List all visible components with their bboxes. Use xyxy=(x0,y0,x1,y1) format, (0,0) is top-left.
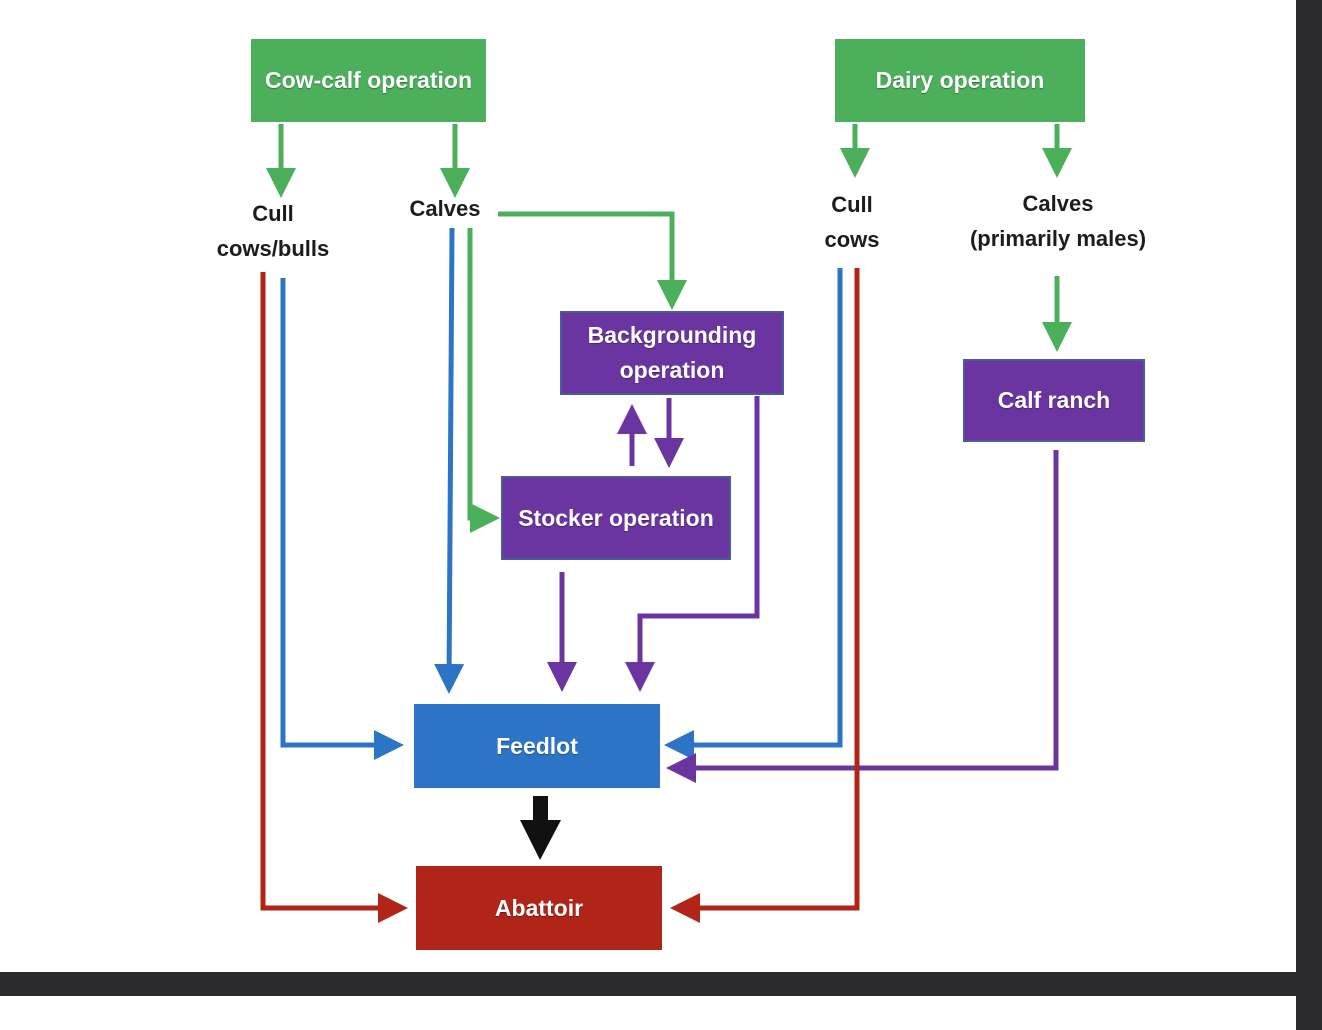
flow-arrows xyxy=(260,124,1072,923)
arrow-calves-to-stocker xyxy=(467,228,500,533)
cull-cows-bulls-line2: cows/bulls xyxy=(216,236,330,261)
dairy-cull-cows-line1: Cull xyxy=(831,192,873,217)
dairy-calves-label: Calves (primarily males) xyxy=(948,186,1168,256)
arrow-cull-cows-bulls-to-feedlot xyxy=(280,278,404,760)
abattoir-box: Abattoir xyxy=(416,866,662,950)
backgrounding-label-line2: operation xyxy=(619,357,725,383)
arrow-dairy-cull-cows-to-feedlot xyxy=(664,268,843,760)
dairy-calves-line1: Calves xyxy=(1022,191,1094,216)
stocker-operation-box: Stocker operation xyxy=(501,476,731,560)
cow-calf-operation-box: Cow-calf operation xyxy=(251,39,486,122)
arrow-calves-to-backgrounding xyxy=(498,211,687,310)
dairy-cull-cows-label: Cull cows xyxy=(802,187,902,257)
dairy-calves-line2: (primarily males) xyxy=(969,226,1147,251)
feedlot-label: Feedlot xyxy=(496,732,578,759)
arrow-feedlot-to-abattoir xyxy=(520,796,561,860)
arrow-calves-to-feedlot xyxy=(434,227,465,694)
backgrounding-operation-box: Backgrounding operation xyxy=(560,311,784,395)
cull-cows-bulls-label: Cull cows/bulls xyxy=(193,196,353,266)
stocker-operation-label: Stocker operation xyxy=(518,504,714,531)
dairy-operation-label: Dairy operation xyxy=(875,67,1045,93)
backgrounding-label-line1: Backgrounding xyxy=(587,322,757,348)
diagram-canvas: Cow-calf operation Dairy operation Backg… xyxy=(0,0,1296,972)
arrow-backgrounding-to-feedlot xyxy=(625,396,760,692)
dairy-cull-cows-line2: cows xyxy=(824,227,880,252)
calf-ranch-label: Calf ranch xyxy=(997,387,1111,413)
arrow-cull-cows-bulls-to-abattoir xyxy=(260,272,408,923)
calf-ranch-box: Calf ranch xyxy=(963,359,1145,442)
bottom-white-strip xyxy=(0,996,1296,1030)
dairy-operation-box: Dairy operation xyxy=(835,39,1085,122)
calves-beef-text: Calves xyxy=(409,196,481,221)
abattoir-label: Abattoir xyxy=(494,894,584,921)
calves-beef-label: Calves xyxy=(395,191,495,226)
feedlot-box: Feedlot xyxy=(414,704,660,788)
cow-calf-operation-label: Cow-calf operation xyxy=(264,67,472,93)
arrow-calf-ranch-to-feedlot xyxy=(666,450,1059,783)
cull-cows-bulls-line1: Cull xyxy=(252,201,294,226)
arrow-dairy-cull-cows-to-abattoir xyxy=(670,268,860,923)
